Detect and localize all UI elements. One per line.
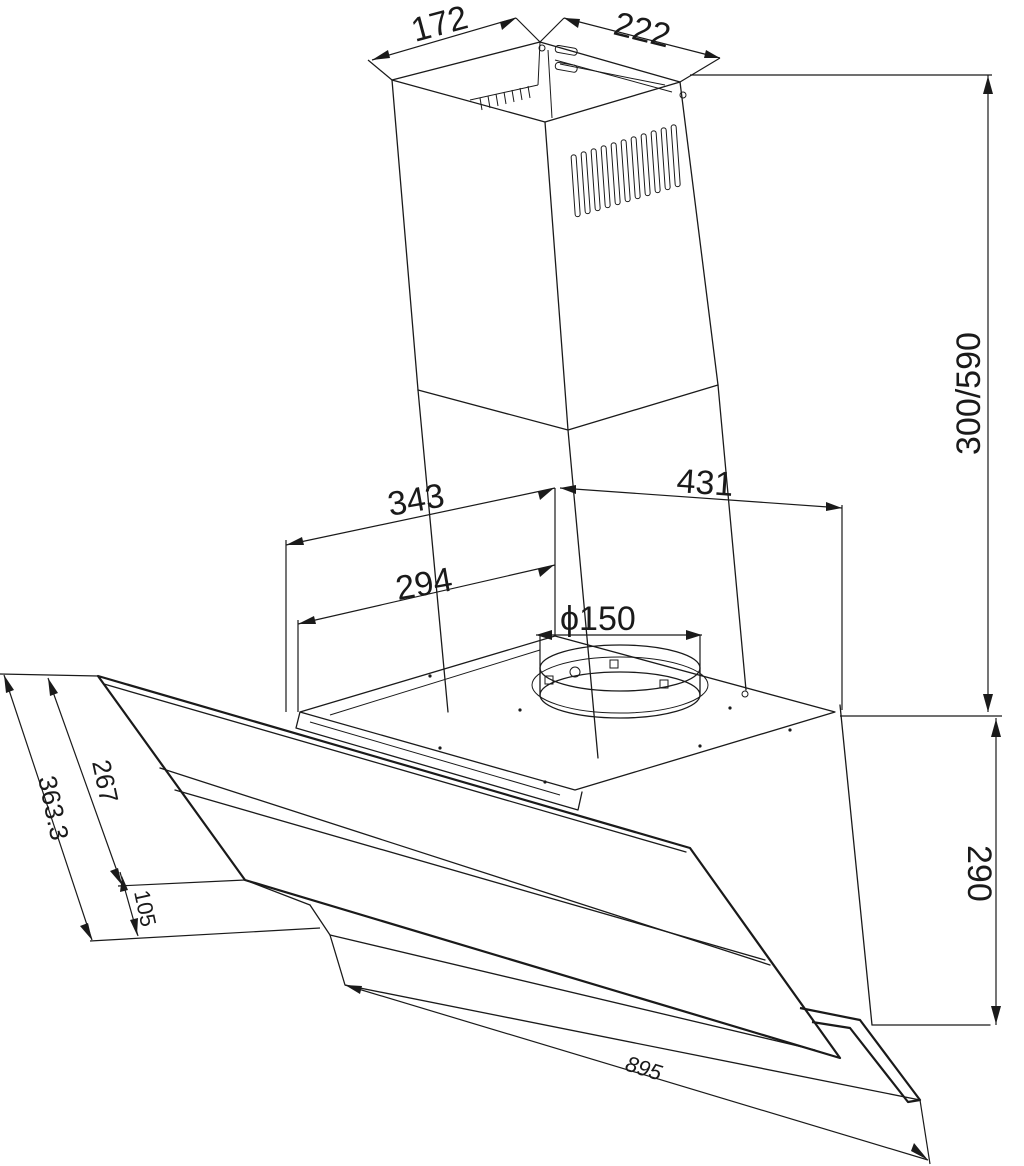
dim-150 xyxy=(536,630,702,668)
dim-431 xyxy=(559,485,843,710)
dim-300-590 xyxy=(690,74,1002,717)
label-150: ϕ150 xyxy=(560,600,636,638)
dim-290 xyxy=(991,718,1001,1025)
dim-294 xyxy=(297,564,556,712)
dim-267 xyxy=(47,677,246,887)
chimney-inner-slots xyxy=(479,85,531,111)
label-895: 895 xyxy=(623,1051,666,1086)
chimney xyxy=(391,41,747,759)
label-267: 267 xyxy=(86,757,124,806)
label-431: 431 xyxy=(675,462,734,504)
dim-172 xyxy=(367,17,541,81)
label-300-590: 300/590 xyxy=(950,332,988,455)
dim-895 xyxy=(344,984,931,1165)
label-363-3: 363.3 xyxy=(32,773,75,843)
dim-343 xyxy=(285,487,556,712)
dim-363-3 xyxy=(0,673,321,942)
label-343: 343 xyxy=(385,477,447,524)
glass-panel xyxy=(96,674,991,1104)
label-172: 172 xyxy=(407,0,472,50)
label-294: 294 xyxy=(393,561,455,608)
chimney-vent-slots xyxy=(570,124,681,218)
outlet-collar xyxy=(531,644,709,719)
dim-105 xyxy=(119,871,139,937)
dim-222 xyxy=(539,17,721,83)
label-290: 290 xyxy=(960,845,998,902)
canopy-base xyxy=(295,635,836,811)
label-222: 222 xyxy=(610,5,674,56)
mounting-holes xyxy=(428,674,792,784)
